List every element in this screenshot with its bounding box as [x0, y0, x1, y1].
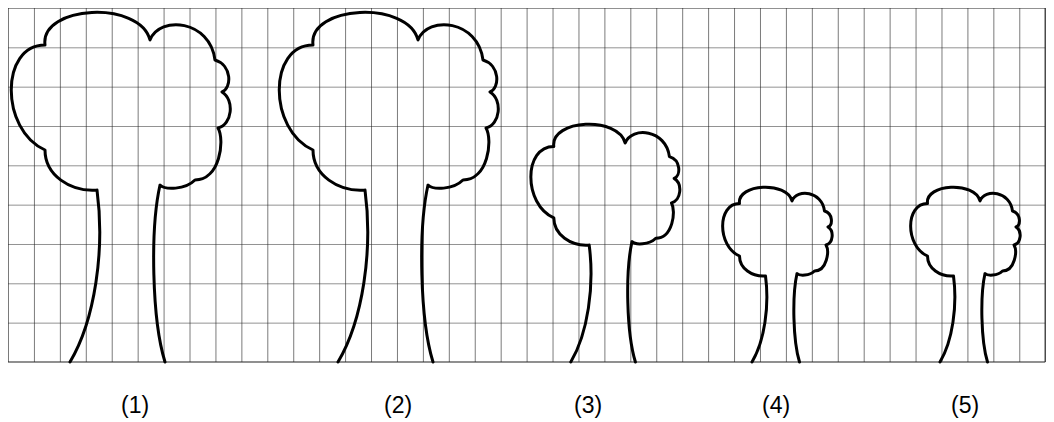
grid-edge: [8, 8, 1045, 362]
figure-number: (3): [574, 394, 602, 417]
figure-number: (1): [121, 394, 149, 417]
figure-number: (2): [384, 394, 412, 417]
tree-1: [11, 12, 230, 362]
grid: [8, 8, 1045, 362]
figure-number: (4): [762, 394, 790, 417]
tree-5: [911, 187, 1021, 362]
tree-4: [723, 187, 833, 362]
figure-number: (5): [951, 394, 979, 417]
tree-2: [279, 12, 498, 362]
tree-3: [531, 124, 680, 362]
